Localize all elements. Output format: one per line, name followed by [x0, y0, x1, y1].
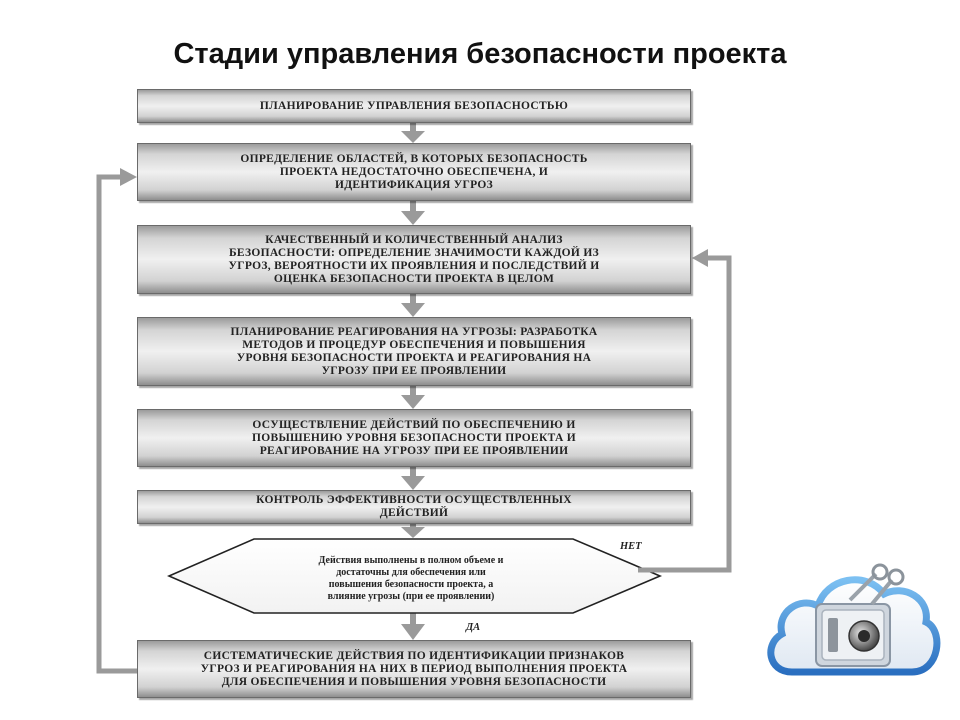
loop-back-no-head	[692, 249, 708, 267]
loop-back-left	[96, 174, 137, 674]
down-arrow-2	[401, 201, 425, 225]
label-yes: ДА	[466, 622, 481, 633]
step-implementation: ОСУЩЕСТВЛЕНИЕ ДЕЙСТВИЙ ПО ОБЕСПЕЧЕНИЮ И …	[137, 409, 691, 467]
step-identify-threats: ОПРЕДЕЛЕНИЕ ОБЛАСТЕЙ, В КОТОРЫХ БЕЗОПАСН…	[137, 143, 691, 201]
down-arrow-3	[401, 294, 425, 317]
decision-text: Действия выполнены в полном объеме и дос…	[318, 555, 504, 602]
cloud-safe-icon	[767, 563, 941, 676]
label-no: НЕТ	[620, 541, 642, 552]
decision-hexagon	[166, 538, 663, 614]
down-arrow-5	[401, 467, 425, 490]
step-systematic-actions: СИСТЕМАТИЧЕСКИЕ ДЕЙСТВИЯ ПО ИДЕНТИФИКАЦИ…	[137, 640, 691, 698]
down-arrow-yes	[401, 612, 425, 640]
loop-back-left-head	[120, 168, 137, 186]
down-arrow-6	[401, 524, 425, 538]
step-planning-security: ПЛАНИРОВАНИЕ УПРАВЛЕНИЯ БЕЗОПАСНОСТЬЮ	[137, 89, 691, 123]
page-title: Стадии управления безопасности проекта	[173, 38, 787, 70]
step-security-analysis: КАЧЕСТВЕННЫЙ И КОЛИЧЕСТВЕННЫЙ АНАЛИЗ БЕЗ…	[137, 225, 691, 294]
loop-back-no	[638, 255, 732, 573]
step-response-planning: ПЛАНИРОВАНИЕ РЕАГИРОВАНИЯ НА УГРОЗЫ: РАЗ…	[137, 317, 691, 386]
down-arrow-1	[401, 123, 425, 143]
step-effectiveness-control: КОНТРОЛЬ ЭФФЕКТИВНОСТИ ОСУЩЕСТВЛЕННЫХ ДЕ…	[137, 490, 691, 524]
down-arrow-4	[401, 386, 425, 409]
